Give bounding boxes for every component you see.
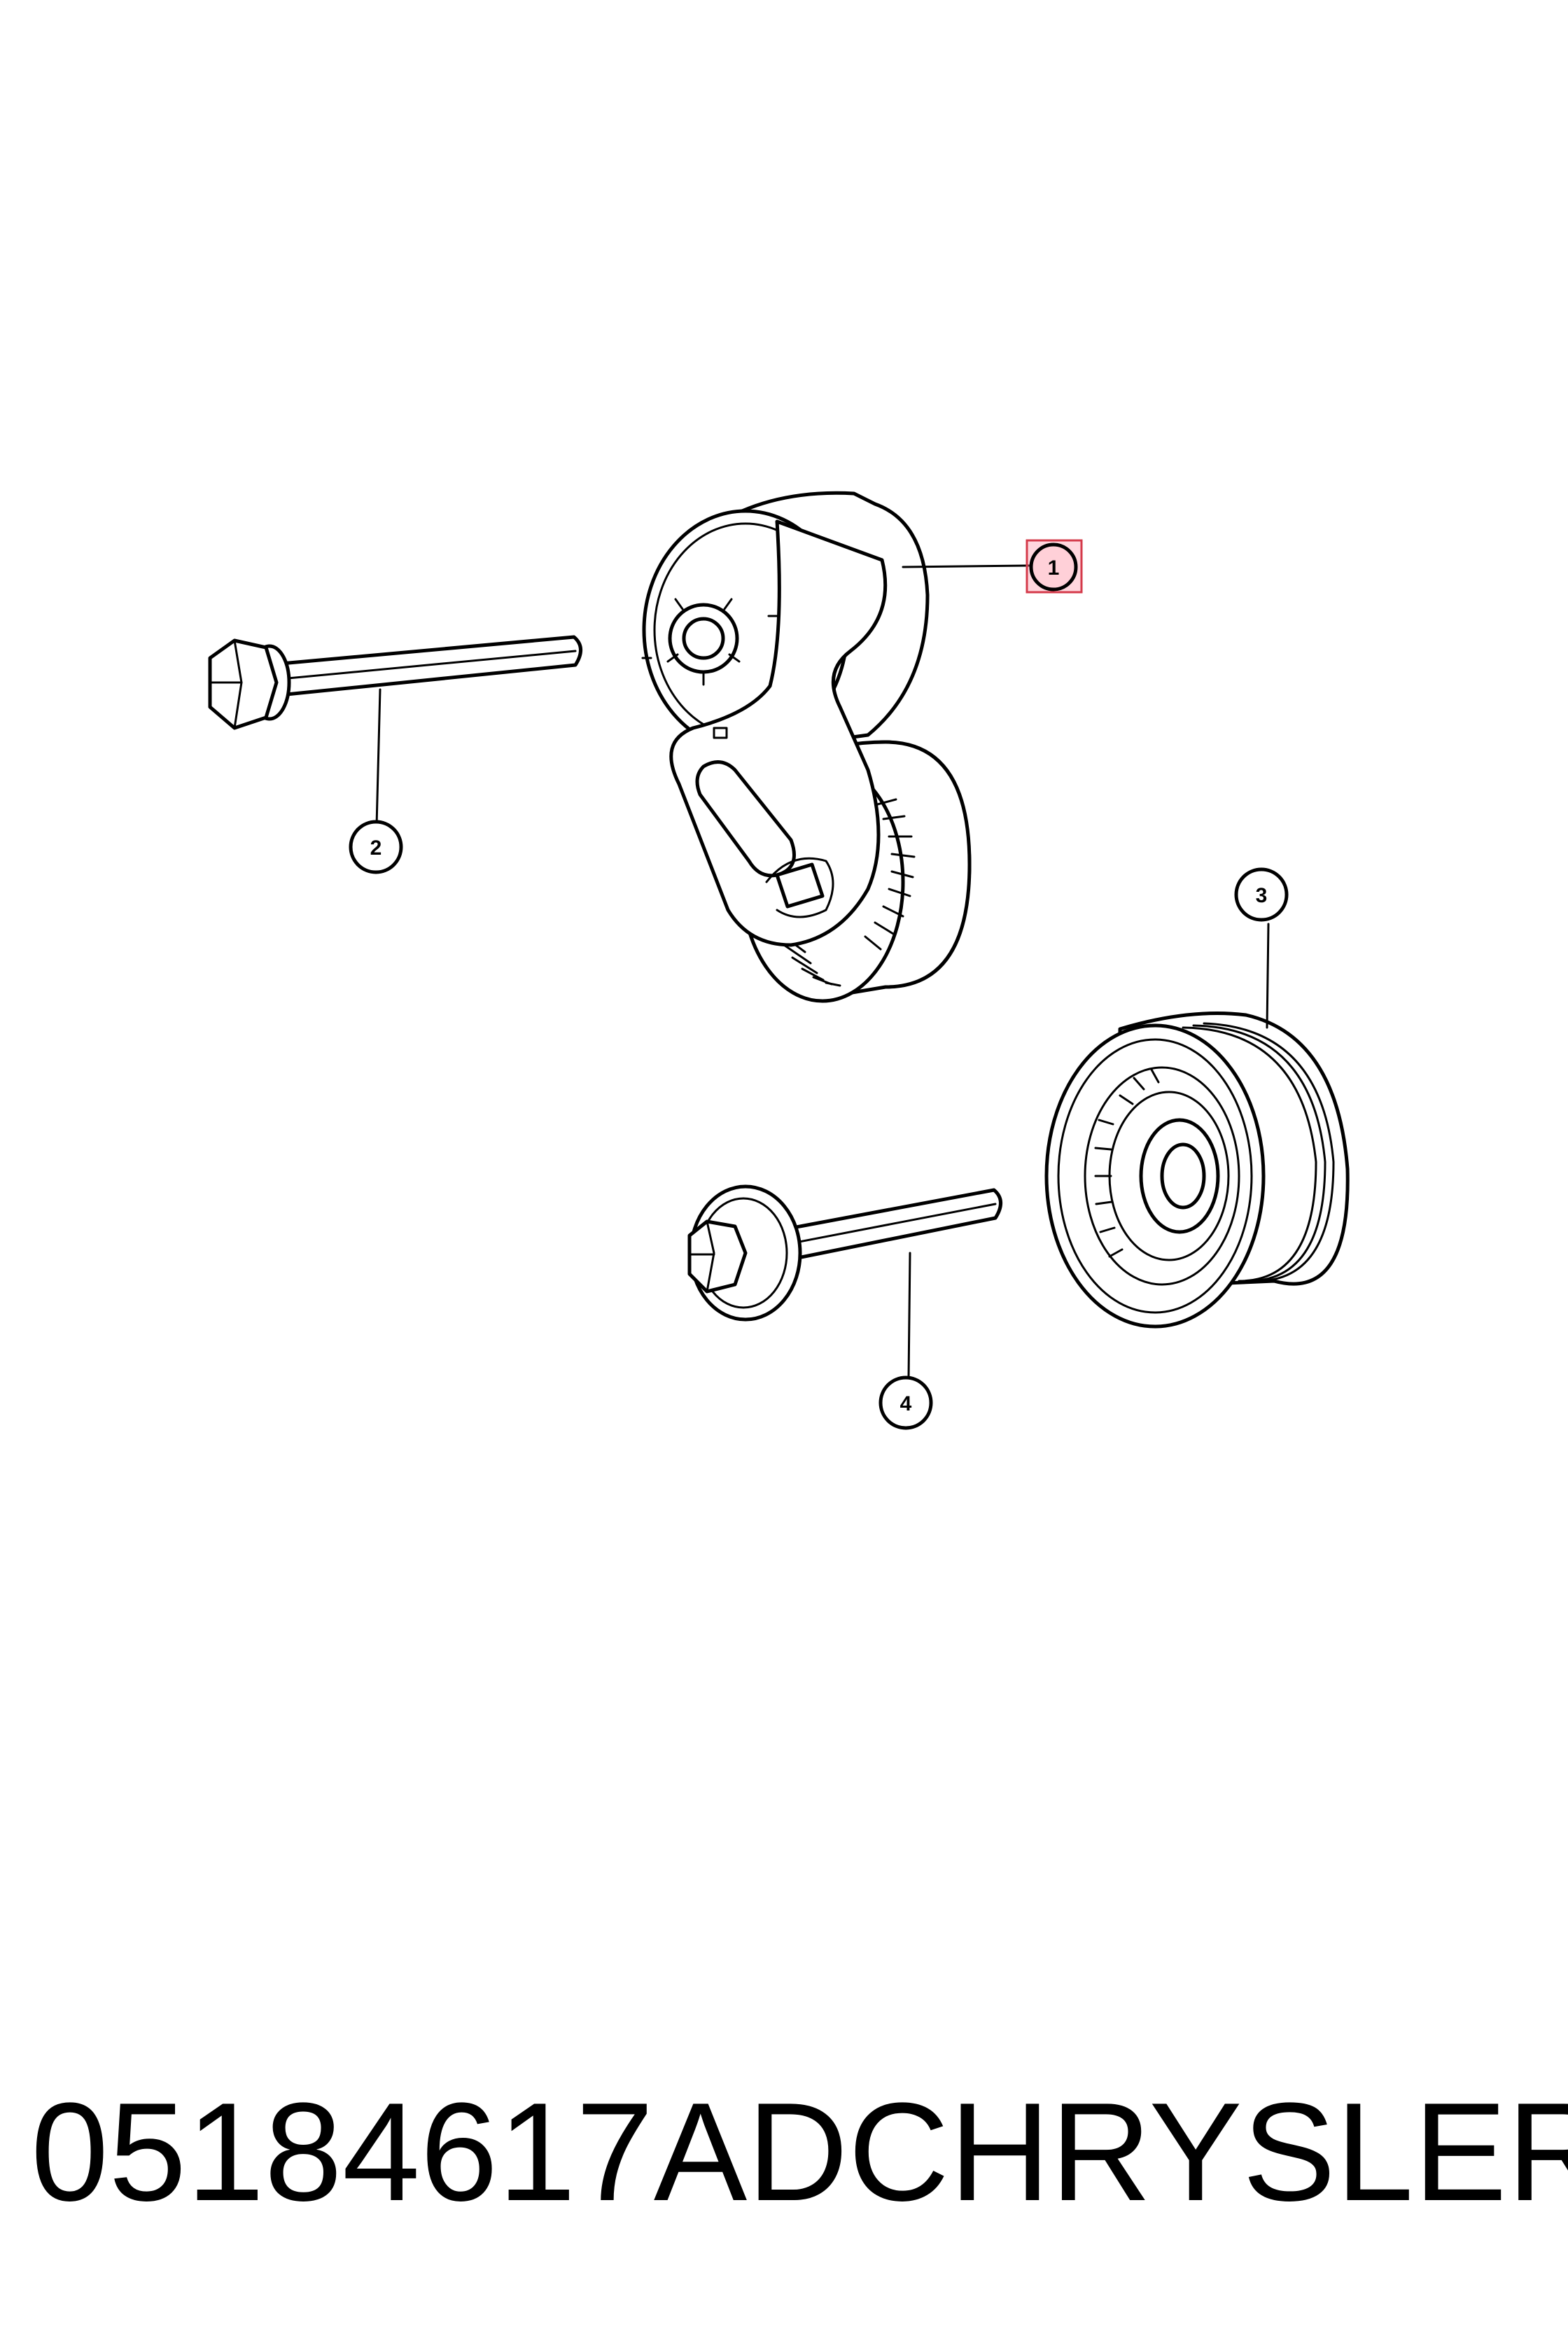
callout-4[interactable]: 4 [878,1376,933,1430]
bolt-long [208,635,582,730]
belt-tensioner [641,491,972,1003]
callout-2-label: 2 [370,836,382,860]
brand-name: CHRYSLER [848,2074,1568,2230]
bolt-flanged [687,1184,1002,1322]
part-number: 05184617AD [31,2074,848,2230]
leader-lines [375,564,1270,1379]
callout-1-label: 1 [1048,556,1060,580]
callout-1[interactable]: 1 [1026,539,1083,594]
footer: 05184617AD CHRYSLER [31,2072,1568,2233]
callout-2[interactable]: 2 [349,820,403,874]
idler-pulley [1044,1011,1350,1329]
callout-3-label: 3 [1256,884,1268,907]
callout-4-label: 4 [900,1392,912,1415]
callout-3[interactable]: 3 [1234,867,1289,922]
